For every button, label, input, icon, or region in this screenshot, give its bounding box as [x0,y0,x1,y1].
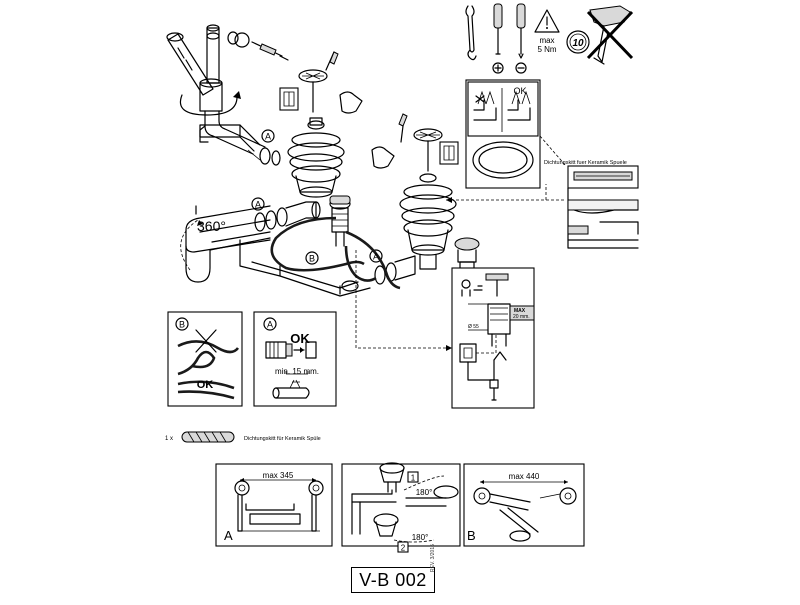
tools-and-warnings: 10 [465,3,634,74]
variant-rotation-panel [341,462,461,553]
inset-ok-label: OK [513,86,526,96]
seal-inset-panel [465,79,541,189]
variant-a-letter: A [224,528,233,543]
detail-b-panel [167,311,243,407]
warning-triangle-icon [534,9,560,33]
dim-diameter-55: Ø 55 [468,324,479,330]
variant-step-1: 1 [411,474,416,483]
rotation-angle-label: 360° [197,218,226,234]
callout-a-right: A [373,252,379,262]
ceramic-sink-detail [567,165,639,249]
kit-quantity: 1 x [165,436,173,442]
popup-valve-detail-panel [451,267,535,409]
screwdriver-cross-icon [516,3,526,59]
revision-note: REV. 3/2015 [430,544,436,572]
torque-line1: max [539,36,554,45]
detail-a-letter: A [267,320,273,330]
sealing-kit-row [181,431,235,443]
svg-text:10: 10 [572,38,584,49]
dim-20mm: 20 mm. [513,314,530,320]
ceramic-kit-top-label: Dichtungskitt fuer Keramik Spuele [544,160,627,166]
variant-b-letter: B [467,528,476,543]
variant-b-panel [463,463,585,547]
variant-a-dimension: max 345 [263,471,294,480]
detail-a-min: min. 15 mm. [275,367,319,376]
ten-year-badge-icon: 10 [566,30,590,54]
detail-b-ok: OK [197,379,214,391]
kit-label: Dichtungskitt für Keramik Spüle [244,436,321,442]
variant-angle-2: 180° [412,533,429,542]
detail-b-letter: B [179,320,185,330]
callout-a-top: A [265,132,271,142]
detail-a-panel [253,311,337,407]
variant-angle-1: 180° [416,488,433,497]
screwdriver-flat-icon [493,3,503,55]
top-strainer-assembly [259,51,363,198]
detail-a-ok: OK [290,331,310,346]
variant-b-dimension: max 440 [509,472,540,481]
variant-step-2: 2 [401,544,406,553]
callout-a-left: A [255,200,261,210]
document-code: V-B 002 [351,567,435,593]
wrench-icon [465,5,477,61]
right-strainer-assembly [371,113,459,270]
callout-b-center: B [309,254,315,264]
waste-pipe-assembly [180,195,480,297]
variant-a-panel [215,463,333,547]
torque-line2: 5 Nm [537,45,556,54]
overflow-pipe-assembly [166,24,289,161]
dim-max: MAX [514,308,526,314]
no-chemical-cleaner-icon [586,5,634,65]
